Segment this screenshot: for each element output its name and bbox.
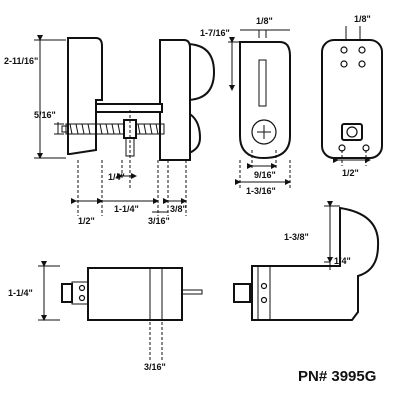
dim-back-slot: 1/8" (354, 14, 371, 24)
dim-height-total: 2-11/16" (4, 56, 38, 66)
clamp-side-view (34, 35, 216, 216)
dim-thread-height: 5/16" (34, 110, 56, 120)
dim-base-span: 1-1/4" (114, 204, 139, 214)
dim-back-hole-spacing: 1/2" (342, 168, 359, 178)
clamp-back-view (321, 26, 383, 166)
dim-jaw-depth: 3/8" (170, 204, 187, 214)
dim-jaw-gap: 3/16" (148, 216, 170, 226)
dim-base-left: 1/2" (78, 216, 95, 226)
dim-side-width: 1-3/16" (246, 186, 276, 196)
clamp-right-lower-view (233, 201, 380, 321)
dim-front-height: 1-1/4" (8, 288, 33, 298)
dim-front-bottom: 3/16" (144, 362, 166, 372)
dim-right-top: 1/4" (334, 256, 351, 266)
clamp-front-lower-view (38, 261, 203, 360)
dim-side-height: 1-7/16" (200, 28, 230, 38)
dim-slot-width: 1/8" (256, 16, 273, 26)
clamp-front-view (228, 29, 291, 188)
dim-screw-offset: 1/4" (108, 172, 125, 182)
dim-head-width: 9/16" (254, 170, 276, 180)
threads (69, 123, 159, 135)
dim-right-height: 1-3/8" (284, 232, 309, 242)
part-number: PN# 3995G (298, 368, 376, 385)
